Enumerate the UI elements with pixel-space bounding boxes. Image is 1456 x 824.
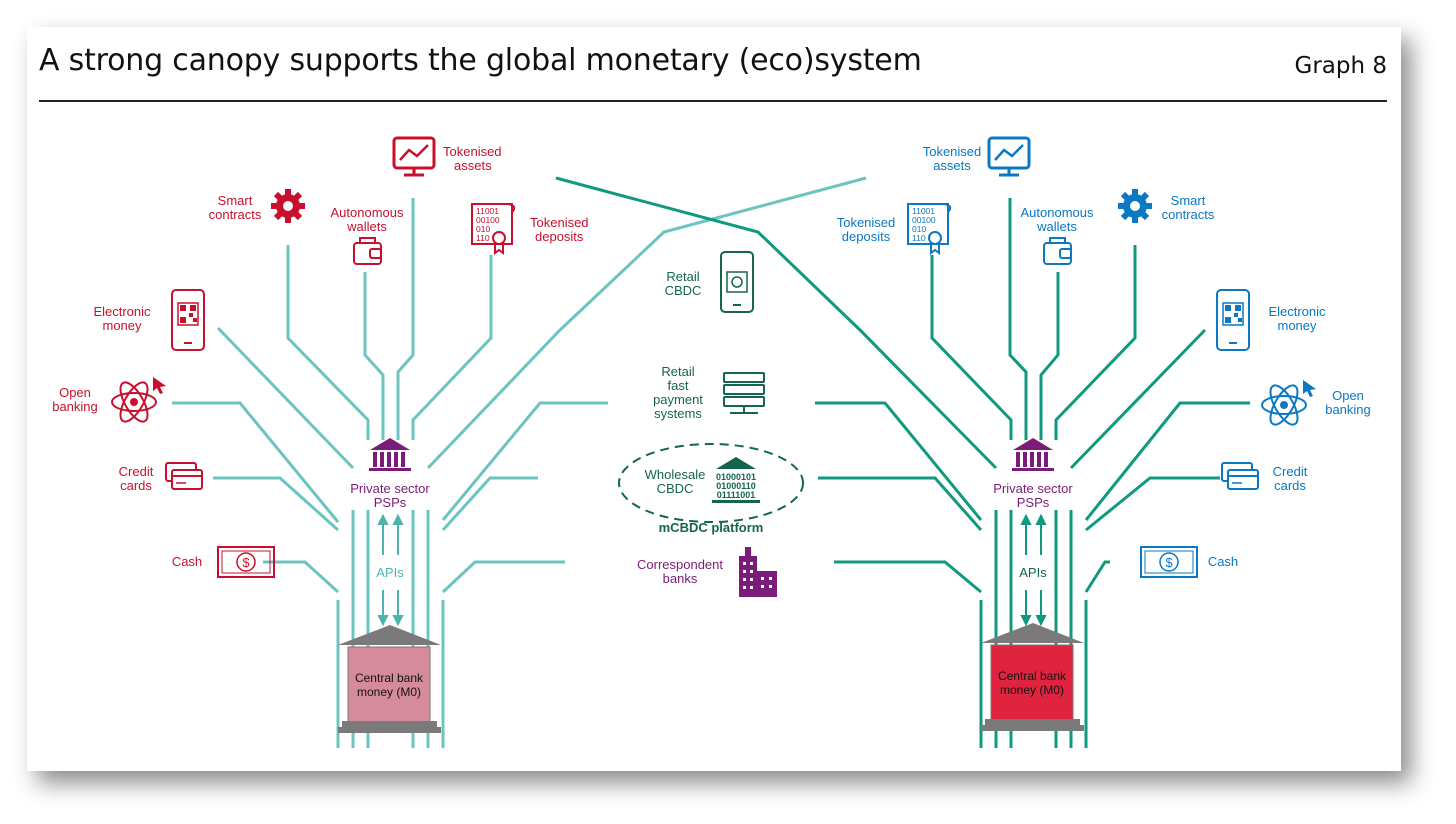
- right-open-banking-label-2: banking: [1325, 402, 1371, 417]
- right-credit-cards-icon: [1221, 462, 1259, 490]
- mcbdc-platform-ellipse: [618, 443, 804, 523]
- left-cross-branch: [426, 176, 867, 470]
- right-tokenised-assets-label-2: assets: [933, 158, 971, 173]
- right-electronic-money-label-1: Electronic: [1268, 304, 1326, 319]
- right-psp-label-1: Private sector: [993, 481, 1073, 496]
- right-smart-contracts-label-1: Smart: [1171, 193, 1206, 208]
- right-autonomous-wallets-label-1: Autonomous: [1021, 205, 1094, 220]
- left-tokenised-deposits-label-2: deposits: [535, 229, 584, 244]
- left-api-arrows: [377, 513, 404, 627]
- right-central-bank-label-1: Central bank: [998, 669, 1067, 683]
- left-open-banking-label-2: banking: [52, 399, 98, 414]
- left-credit-cards-label-1: Credit: [119, 464, 154, 479]
- left-cash-label: Cash: [172, 554, 202, 569]
- binary-line-1: 01000101: [716, 472, 756, 482]
- right-psp-label-2: PSPs: [1017, 495, 1050, 510]
- right-doc-digits-4: 110: [912, 233, 926, 243]
- left-doc-digits-3: 010: [476, 224, 490, 234]
- right-autonomous-wallets-label-2: wallets: [1036, 219, 1077, 234]
- left-cash-banknote-icon: $: [217, 546, 275, 578]
- left-smart-contracts-label-1: Smart: [218, 193, 253, 208]
- left-autonomous-wallets-icon: [353, 237, 382, 265]
- right-cash-banknote-icon: $: [1140, 546, 1198, 578]
- left-tokenised-assets-icon: [392, 136, 436, 177]
- left-doc-digits-2: 00100: [476, 215, 500, 225]
- retail-cbdc-phone-icon: [720, 251, 754, 313]
- retail-cbdc-label-1: Retail: [666, 269, 699, 284]
- right-autonomous-wallets-icon: [1043, 237, 1072, 265]
- right-doc-digits-1: 11001: [912, 206, 935, 216]
- retail-cbdc-label-2: CBDC: [665, 283, 702, 298]
- right-smart-contracts-label-2: contracts: [1162, 207, 1215, 222]
- binary-line-3: 01111001: [717, 490, 756, 500]
- left-open-banking-label-1: Open: [59, 385, 91, 400]
- correspondent-banks-label-2: banks: [663, 571, 698, 586]
- left-central-bank-label-2: money (M0): [357, 685, 421, 699]
- wholesale-cbdc-bank-icon: [712, 457, 760, 503]
- wholesale-cbdc-label-1: Wholesale: [645, 467, 706, 482]
- title-rule: [39, 100, 1387, 102]
- left-central-bank-label-1: Central bank: [355, 671, 424, 685]
- retail-fps-label-1: Retail: [661, 364, 694, 379]
- left-tokenised-deposits-doc-icon: 11001 00100 010 110: [471, 203, 516, 255]
- left-open-banking-atom-icon: [111, 377, 166, 423]
- right-api-arrows: [1020, 513, 1047, 627]
- page-title: A strong canopy supports the global mone…: [39, 43, 922, 78]
- left-autonomous-wallets-label-2: wallets: [346, 219, 387, 234]
- right-apis-label: APIs: [1019, 565, 1047, 580]
- left-tokenised-assets-label-1: Tokenised: [443, 144, 502, 159]
- graph-card: A strong canopy supports the global mone…: [27, 27, 1401, 771]
- left-credit-cards-label-2: cards: [120, 478, 152, 493]
- right-psp-bank-icon: [1012, 438, 1054, 471]
- right-smart-contracts-gear-icon: [1118, 189, 1152, 223]
- left-tokenised-assets-label-2: assets: [454, 158, 492, 173]
- left-electronic-money-phone-icon: [171, 289, 205, 351]
- right-central-bank-building: [981, 623, 1084, 731]
- left-electronic-money-label-2: money: [102, 318, 142, 333]
- left-autonomous-wallets-label-1: Autonomous: [331, 205, 404, 220]
- left-dollar-sign: $: [242, 555, 250, 570]
- right-open-banking-atom-icon: [1261, 380, 1316, 426]
- right-open-banking-label-1: Open: [1332, 388, 1364, 403]
- left-psp-bank-icon: [369, 438, 411, 471]
- right-tokenised-deposits-doc-icon: 11001 00100 010 110: [907, 203, 952, 255]
- left-central-bank-building: [338, 625, 441, 733]
- right-electronic-money-label-2: money: [1277, 318, 1317, 333]
- left-smart-contracts-label-2: contracts: [209, 207, 262, 222]
- left-smart-contracts-gear-icon: [271, 189, 305, 223]
- left-psp-label-1: Private sector: [350, 481, 430, 496]
- right-doc-digits-2: 00100: [912, 215, 936, 225]
- right-cash-label: Cash: [1208, 554, 1238, 569]
- correspondent-banks-windows: [743, 562, 772, 589]
- left-electronic-money-label-1: Electronic: [93, 304, 151, 319]
- right-cross-branch: [555, 176, 998, 470]
- right-tokenised-deposits-label-2: deposits: [842, 229, 891, 244]
- left-apis-label: APIs: [376, 565, 404, 580]
- graph-number: Graph 8: [1294, 53, 1388, 79]
- left-tokenised-deposits-label-1: Tokenised: [530, 215, 589, 230]
- left-credit-cards-icon: [165, 462, 203, 490]
- right-tokenised-deposits-label-1: Tokenised: [837, 215, 896, 230]
- right-dollar-sign: $: [1165, 555, 1173, 570]
- right-tokenised-assets-icon: [987, 136, 1031, 177]
- right-credit-cards-label-1: Credit: [1273, 464, 1308, 479]
- wholesale-cbdc-label-2: CBDC: [657, 481, 694, 496]
- right-doc-digits-3: 010: [912, 224, 926, 234]
- retail-fps-label-2: fast: [668, 378, 689, 393]
- mcbdc-platform-label: mCBDC platform: [659, 520, 764, 535]
- right-tokenised-assets-label-1: Tokenised: [923, 144, 982, 159]
- binary-line-2: 01000110: [716, 481, 756, 491]
- left-psp-label-2: PSPs: [374, 495, 407, 510]
- left-doc-digits-1: 11001: [476, 206, 499, 216]
- right-electronic-money-phone-icon: [1216, 289, 1250, 351]
- retail-fps-label-4: systems: [654, 406, 702, 421]
- retail-fps-server-icon: [723, 372, 765, 414]
- retail-fps-label-3: payment: [653, 392, 703, 407]
- left-doc-digits-4: 110: [476, 233, 490, 243]
- right-central-bank-label-2: money (M0): [1000, 683, 1064, 697]
- correspondent-banks-label-1: Correspondent: [637, 557, 723, 572]
- right-credit-cards-label-2: cards: [1274, 478, 1306, 493]
